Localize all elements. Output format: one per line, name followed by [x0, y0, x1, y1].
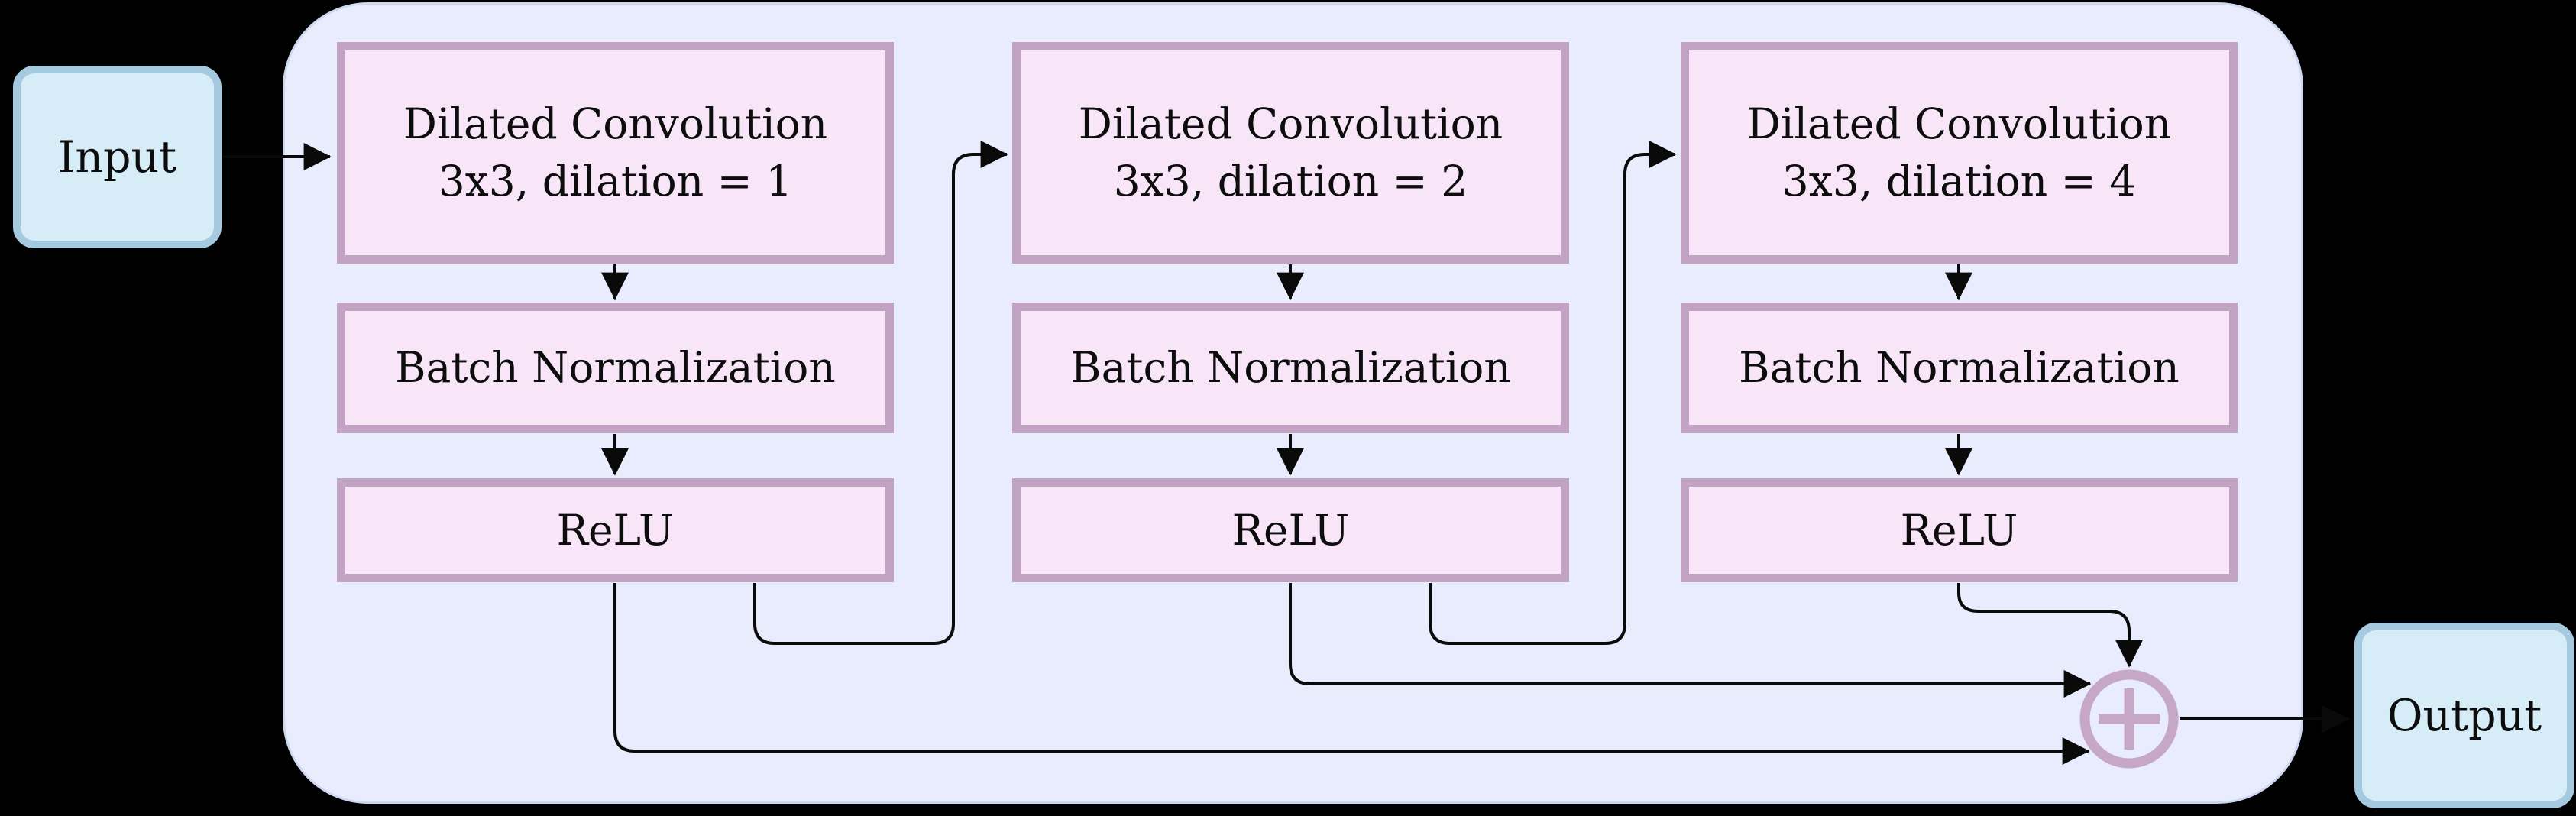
conv-block-2: Dilated Convolution 3x3, dilation = 2: [1012, 42, 1569, 264]
input-label: Input: [57, 131, 177, 183]
relu-block-3: ReLU: [1681, 478, 2238, 582]
relu-block-1: ReLU: [337, 478, 894, 582]
conv-block-1-label: Dilated Convolution 3x3, dilation = 1: [403, 99, 828, 206]
batchnorm-block-2-label: Batch Normalization: [1070, 343, 1511, 392]
output-label: Output: [2387, 690, 2542, 741]
conv-block-3-label: Dilated Convolution 3x3, dilation = 4: [1746, 99, 2172, 206]
relu-block-2-label: ReLU: [1231, 505, 1350, 555]
batchnorm-block-1-label: Batch Normalization: [395, 343, 836, 392]
batchnorm-block-3-label: Batch Normalization: [1739, 343, 2180, 392]
output-node: Output: [2354, 623, 2574, 808]
batchnorm-block-2: Batch Normalization: [1012, 303, 1569, 433]
relu-block-3-label: ReLU: [1900, 505, 2018, 555]
conv-block-2-label: Dilated Convolution 3x3, dilation = 2: [1078, 99, 1503, 206]
input-node: Input: [13, 66, 222, 248]
conv-block-1: Dilated Convolution 3x3, dilation = 1: [337, 42, 894, 264]
conv-block-3: Dilated Convolution 3x3, dilation = 4: [1681, 42, 2238, 264]
batchnorm-block-3: Batch Normalization: [1681, 303, 2238, 433]
relu-block-2: ReLU: [1012, 478, 1569, 582]
relu-block-1-label: ReLU: [556, 505, 675, 555]
batchnorm-block-1: Batch Normalization: [337, 303, 894, 433]
